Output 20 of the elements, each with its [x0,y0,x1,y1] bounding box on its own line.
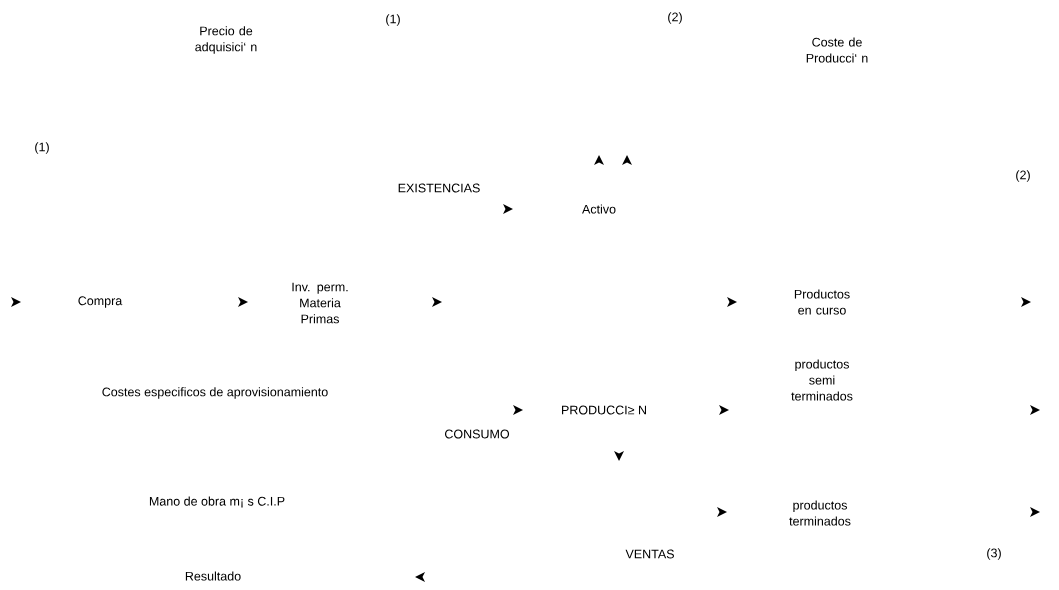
flow-label: (1) [35,142,49,154]
flow-label: Costes especificos de aprovisionamiento [102,387,328,399]
flow-label: Resultado [185,571,241,581]
flow-label: (2) [1016,170,1030,182]
flow-label: EXISTENCIAS [398,183,480,193]
flow-label: productos terminados [789,500,851,526]
flow-label: Precio de adquisici‘ n [195,26,257,54]
flow-label: productos semi terminados [791,359,853,401]
flow-label: Activo [582,204,616,214]
flow-label: (1) [386,14,400,26]
flow-label: Inv. perm. Materia Primas [292,282,348,324]
flow-label: Mano de obra m¡ s C.I.P [149,496,285,508]
flow-label: Coste de Producci‘ n [806,37,868,63]
flow-label: (2) [668,12,682,24]
flow-label: Productos en curso [794,289,850,315]
flow-label: PRODUCCI≥ N [562,405,646,415]
flow-label: Compra [78,296,123,308]
flow-label: CONSUMO [445,429,510,439]
flow-label: VENTAS [625,549,674,559]
flow-label: (3) [987,548,1001,560]
